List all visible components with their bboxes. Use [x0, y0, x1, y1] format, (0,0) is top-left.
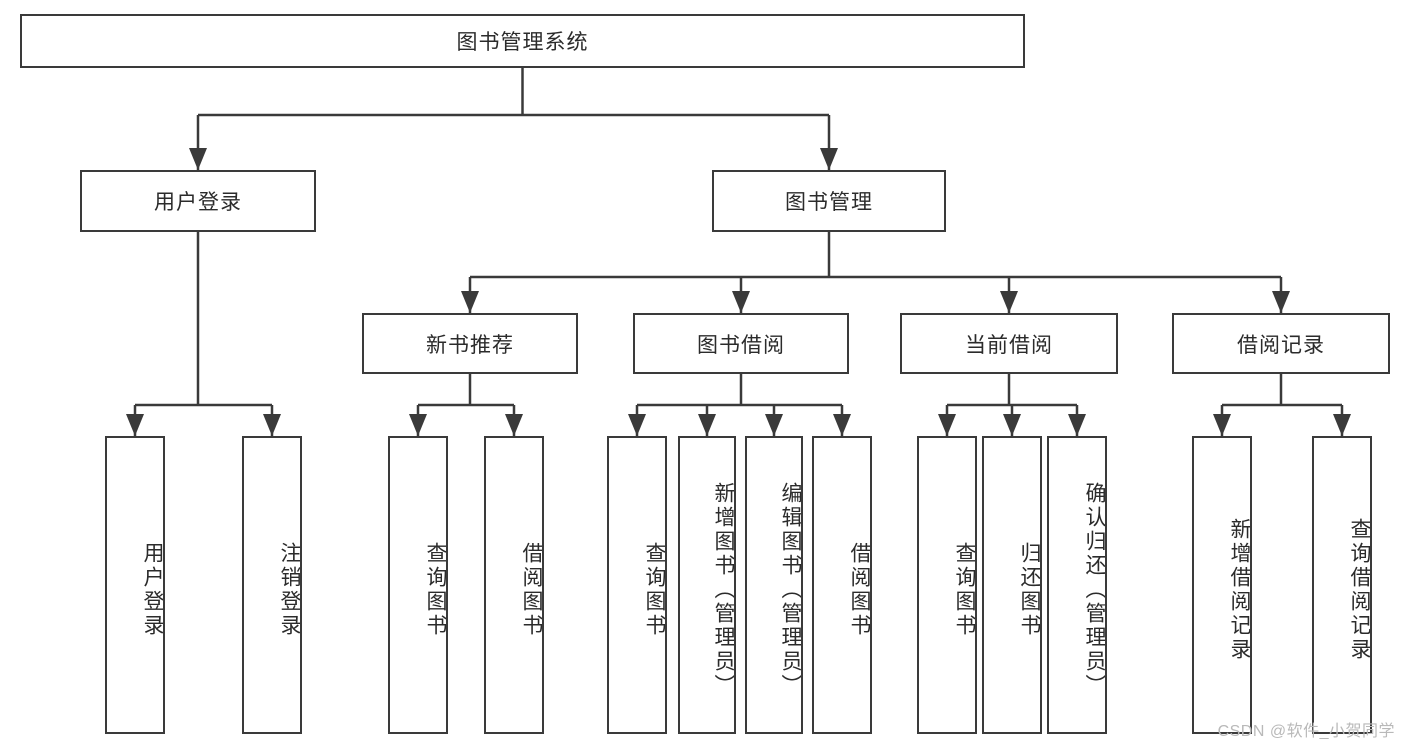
- node-label: 新增图书（管理员）: [712, 482, 735, 698]
- node-label: 查询借阅记录: [1348, 518, 1371, 662]
- node-leaf-borrow-book-1[interactable]: 借阅图书: [484, 436, 544, 734]
- arrowhead-icon: [461, 291, 479, 313]
- node-label: 借阅记录: [1237, 333, 1325, 357]
- node-leaf-borrow-book-2[interactable]: 借阅图书: [812, 436, 872, 734]
- arrowhead-icon: [1068, 414, 1086, 436]
- node-label: 当前借阅: [965, 333, 1053, 357]
- node-leaf-query-book-2[interactable]: 查询图书: [607, 436, 667, 734]
- node-leaf-query-record[interactable]: 查询借阅记录: [1312, 436, 1372, 734]
- arrowhead-icon: [820, 148, 838, 170]
- arrowhead-icon: [1003, 414, 1021, 436]
- node-leaf-query-book-1[interactable]: 查询图书: [388, 436, 448, 734]
- arrowhead-icon: [409, 414, 427, 436]
- arrowhead-icon: [628, 414, 646, 436]
- node-label: 用户登录: [154, 191, 242, 214]
- arrowhead-icon: [1000, 291, 1018, 313]
- node-label: 查询图书: [953, 542, 976, 638]
- node-label: 查询图书: [643, 542, 666, 638]
- node-leaf-query-book-3[interactable]: 查询图书: [917, 436, 977, 734]
- node-label: 图书管理: [785, 191, 873, 214]
- arrowhead-icon: [189, 148, 207, 170]
- arrowhead-icon: [263, 414, 281, 436]
- csdn-watermark: CSDN @软件_小贺同学: [1217, 723, 1395, 740]
- arrowhead-icon: [126, 414, 144, 436]
- node-leaf-return-book[interactable]: 归还图书: [982, 436, 1042, 734]
- arrowhead-icon: [732, 291, 750, 313]
- node-label: 归还图书: [1018, 542, 1041, 638]
- arrowhead-icon: [833, 414, 851, 436]
- arrowhead-icon: [1213, 414, 1231, 436]
- arrowhead-icon: [505, 414, 523, 436]
- node-book-borrow[interactable]: 图书借阅: [633, 313, 849, 374]
- node-leaf-confirm-return[interactable]: 确认归还（管理员）: [1047, 436, 1107, 734]
- node-current-borrow[interactable]: 当前借阅: [900, 313, 1118, 374]
- node-leaf-edit-book[interactable]: 编辑图书（管理员）: [745, 436, 803, 734]
- arrowhead-icon: [765, 414, 783, 436]
- node-new-book-rec[interactable]: 新书推荐: [362, 313, 578, 374]
- node-root[interactable]: 图书管理系统: [20, 14, 1025, 68]
- node-leaf-user-logout[interactable]: 注销登录: [242, 436, 302, 734]
- node-label: 确认归还（管理员）: [1083, 482, 1106, 698]
- node-leaf-add-record[interactable]: 新增借阅记录: [1192, 436, 1252, 734]
- node-leaf-user-login[interactable]: 用户登录: [105, 436, 165, 734]
- node-label: 新书推荐: [426, 333, 514, 357]
- node-borrow-record[interactable]: 借阅记录: [1172, 313, 1390, 374]
- node-label: 用户登录: [141, 542, 164, 638]
- node-label: 借阅图书: [848, 542, 871, 638]
- arrowhead-icon: [698, 414, 716, 436]
- arrowhead-icon: [1272, 291, 1290, 313]
- node-user-login[interactable]: 用户登录: [80, 170, 316, 232]
- node-label: 图书管理系统: [456, 31, 589, 54]
- node-label: 查询图书: [424, 542, 447, 638]
- arrowhead-icon: [938, 414, 956, 436]
- arrowhead-icon: [1333, 414, 1351, 436]
- node-label: 注销登录: [278, 542, 301, 638]
- node-book-manage[interactable]: 图书管理: [712, 170, 946, 232]
- node-label: 借阅图书: [520, 542, 543, 638]
- node-label: 图书借阅: [697, 333, 785, 357]
- node-leaf-add-book[interactable]: 新增图书（管理员）: [678, 436, 736, 734]
- node-label: 新增借阅记录: [1228, 518, 1251, 662]
- node-label: 编辑图书（管理员）: [779, 482, 802, 698]
